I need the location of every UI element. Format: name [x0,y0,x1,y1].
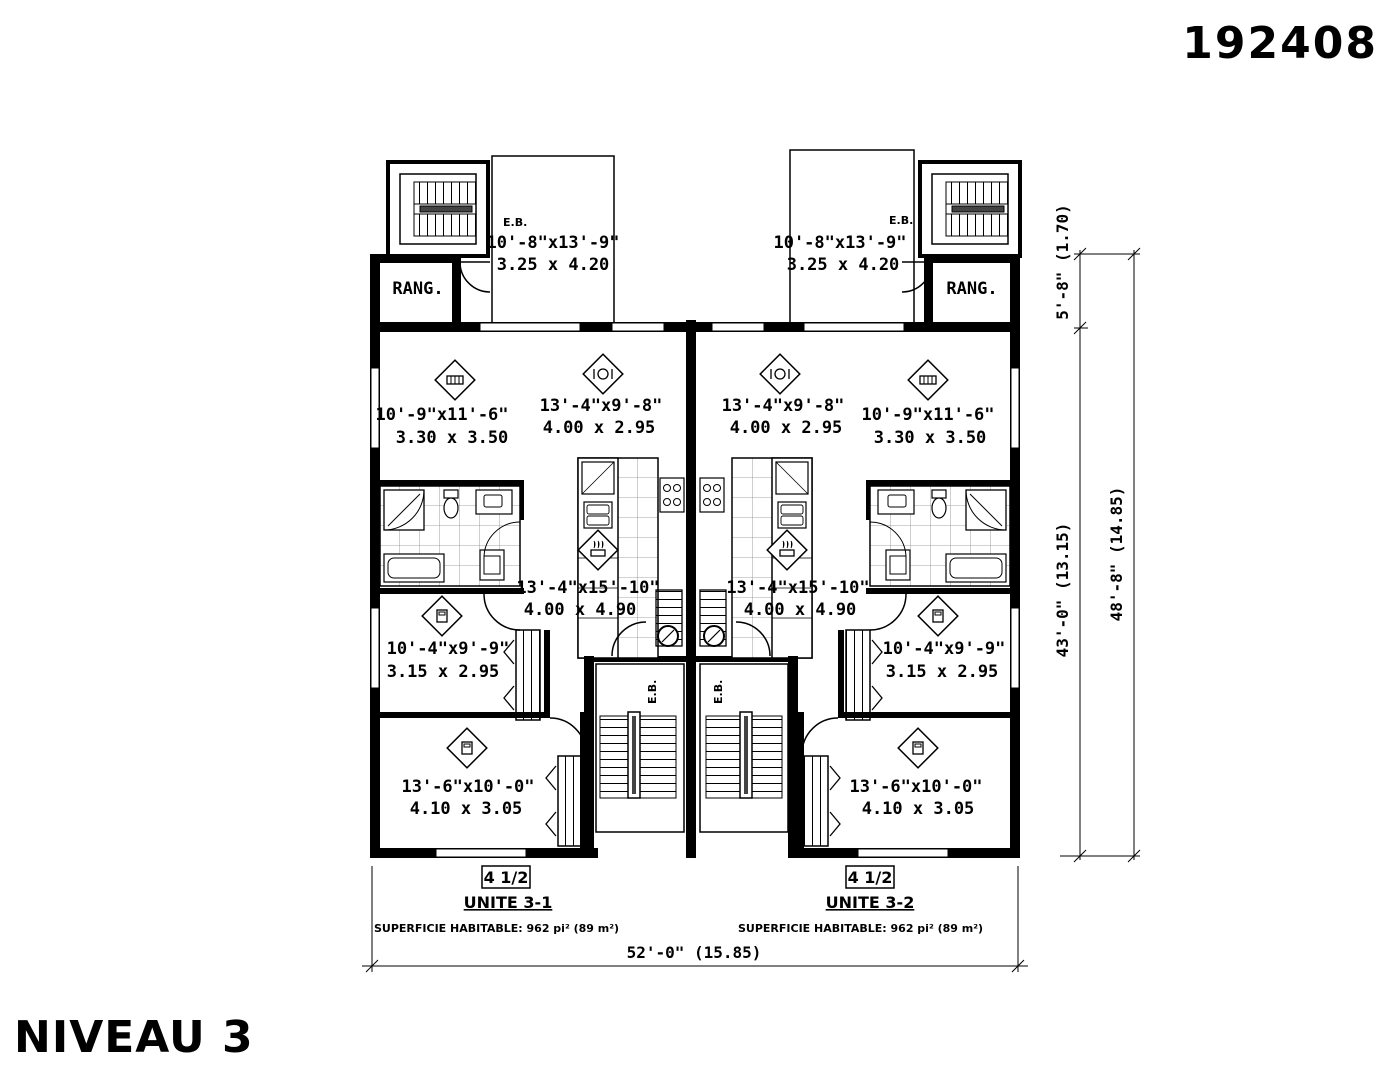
bedroom2-dim-left-imperial: 10'-4"x9'-9" [387,639,510,659]
unit-area-left: SUPERFICIE HABITABLE: 962 pi² (89 m²) [374,922,619,935]
living-room-icon [907,359,949,401]
stair-eb-label-right: E.B. [712,680,725,704]
dining-dim-left-metric: 4.00 x 2.95 [543,418,656,438]
unit-area-right: SUPERFICIE HABITABLE: 962 pi² (89 m²) [738,922,983,935]
bedroom1-dim-left-metric: 4.10 x 3.05 [410,799,523,819]
balcony-depth-label: 5'-8" (1.70) [1053,204,1072,320]
unit-name-right: UNITE 3-2 [826,893,915,912]
width-dimension [362,866,1028,973]
stair-eb-label-left: E.B. [646,680,659,704]
kitchen-dim-right-metric: 4.00 x 4.90 [744,600,857,620]
kitchen-dim-right-imperial: 13'-4"x15'-10" [726,578,869,598]
bedroom1-dim-left-imperial: 13'-6"x10'-0" [401,777,534,797]
bedroom1-dim-right-metric: 4.10 x 3.05 [862,799,975,819]
kitchen-dim-left-imperial: 13'-4"x15'-10" [516,578,659,598]
balcony-dim-right-imperial: 10'-8"x13'-9" [773,233,906,253]
bedroom2-dim-right-metric: 3.15 x 2.95 [886,662,999,682]
unit-3-2-plan [696,149,1022,858]
unit-type-box-right [845,865,895,889]
living-dim-left-imperial: 10'-9"x11'-6" [375,405,508,425]
storage-label-right: RANG. [946,279,997,299]
depth-dimensions [1060,247,1141,863]
unit-name-left: UNITE 3-1 [464,893,553,912]
dining-room-icon [759,353,801,395]
exterior-stair-left [386,160,490,258]
dining-room-icon [582,353,624,395]
living-dim-right-metric: 3.30 x 3.50 [874,428,987,448]
bedroom2-dim-left-metric: 3.15 x 2.95 [387,662,500,682]
plan-number: 192408 [1182,18,1378,69]
balcony-dim-left-imperial: 10'-8"x13'-9" [486,233,619,253]
balcony-eb-label-right: E.B. [889,214,913,227]
unit-type-left: 4 1/2 [484,868,529,887]
unit-type-right: 4 1/2 [848,868,893,887]
bedroom-icon [421,595,463,637]
living-dim-left-metric: 3.30 x 3.50 [396,428,509,448]
total-depth-label: 48'-8" (14.85) [1107,487,1126,622]
bedroom1-dim-right-imperial: 13'-6"x10'-0" [849,777,982,797]
width-dimension-label: 52'-0" (15.85) [627,943,762,962]
dining-dim-right-imperial: 13'-4"x9'-8" [722,396,845,416]
level-title: NIVEAU 3 [14,1012,254,1063]
dining-dim-right-metric: 4.00 x 2.95 [730,418,843,438]
unit-type-box-left [481,865,531,889]
bedroom2-dim-right-imperial: 10'-4"x9'-9" [883,639,1006,659]
living-dim-right-imperial: 10'-9"x11'-6" [861,405,994,425]
kitchen-dim-left-metric: 4.00 x 4.90 [524,600,637,620]
storage-label-left: RANG. [392,279,443,299]
balcony-dim-right-metric: 3.25 x 4.20 [787,255,900,275]
exterior-stair-right [918,160,1022,258]
balcony-dim-left-metric: 3.25 x 4.20 [497,255,610,275]
unit-3-1-plan [370,155,696,858]
dining-dim-left-imperial: 13'-4"x9'-8" [540,396,663,416]
living-room-icon [434,359,476,401]
bedroom-icon [917,595,959,637]
balcony-eb-label-left: E.B. [503,216,527,229]
building-depth-label: 43'-0" (13.15) [1053,523,1072,658]
bedroom-icon [446,727,488,769]
bedroom-icon [897,727,939,769]
